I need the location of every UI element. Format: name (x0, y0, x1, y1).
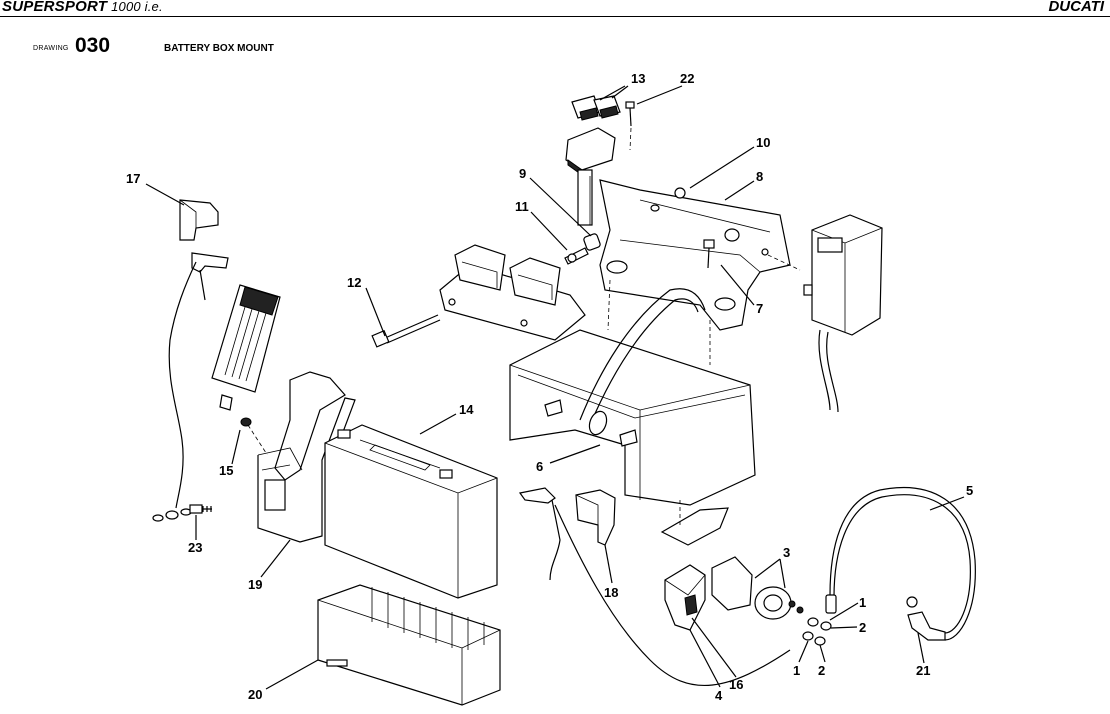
callout-12: 12 (347, 275, 361, 290)
part-13-relays (571, 95, 621, 121)
callout-3: 3 (783, 545, 790, 560)
leader-lines (145, 85, 965, 690)
drawing-title: BATTERY BOX MOUNT (164, 43, 274, 54)
part-12-bolt (371, 314, 441, 348)
callout-4: 4 (715, 688, 723, 703)
callout-18: 18 (604, 585, 618, 600)
part-negative-cable (518, 487, 791, 687)
part-18-terminal-cover (575, 489, 616, 546)
part-20-battery-tray (317, 584, 501, 706)
callout-22: 22 (680, 71, 694, 86)
callout-14: 14 (459, 402, 474, 417)
part-23-bolt (189, 504, 212, 514)
callout-17: 17 (126, 171, 140, 186)
part-11-stud (564, 247, 589, 265)
callout-7: 7 (756, 301, 763, 316)
part-fuse-holder (565, 127, 616, 226)
callout-19: 19 (248, 577, 262, 592)
header-rule (0, 16, 1110, 17)
callout-labels: 13 22 10 8 9 11 17 12 7 14 6 15 23 19 5 … (126, 71, 973, 703)
part-10-nut (674, 187, 686, 199)
callout-2-b: 2 (818, 663, 825, 678)
part-16-relay-cover (664, 564, 706, 631)
drawing-number: 030 (75, 34, 111, 57)
drawing-label: DRAWING (33, 45, 69, 52)
callout-10: 10 (756, 135, 770, 150)
part-6-battery-box (509, 329, 756, 506)
callout-21: 21 (916, 663, 930, 678)
callout-15: 15 (219, 463, 233, 478)
callout-1-b: 1 (793, 663, 800, 678)
callout-6: 6 (536, 459, 543, 474)
callout-13: 13 (631, 71, 645, 86)
part-control-unit (803, 214, 883, 413)
callout-16: 16 (729, 677, 743, 692)
model-suffix: 1000 i.e. (111, 0, 163, 14)
part-lower-bracket (660, 500, 729, 546)
callout-9: 9 (519, 166, 526, 181)
callout-11: 11 (515, 199, 529, 214)
part-cable-left (152, 252, 229, 522)
callout-5: 5 (966, 483, 973, 498)
part-connector-block (439, 244, 586, 341)
part-8-mounting-bracket (599, 179, 801, 365)
callout-2-a: 2 (859, 620, 866, 635)
part-retaining-strap (579, 288, 706, 436)
part-17-terminal-cap (179, 199, 219, 241)
part-22-screw (625, 101, 635, 151)
part-21-terminal (906, 596, 946, 641)
callout-8: 8 (756, 169, 763, 184)
callout-20: 20 (248, 687, 262, 702)
callout-1-a: 1 (859, 595, 866, 610)
part-3-starter-relay (711, 556, 804, 620)
maker-logo: DUCATI (1048, 0, 1104, 15)
callout-23: 23 (188, 540, 202, 555)
part-14-battery (324, 424, 498, 599)
part-1-2-hardware (802, 617, 832, 646)
part-5-cable (825, 486, 976, 641)
part-19-battery-bracket (257, 371, 356, 543)
part-7-bolt (703, 239, 715, 269)
